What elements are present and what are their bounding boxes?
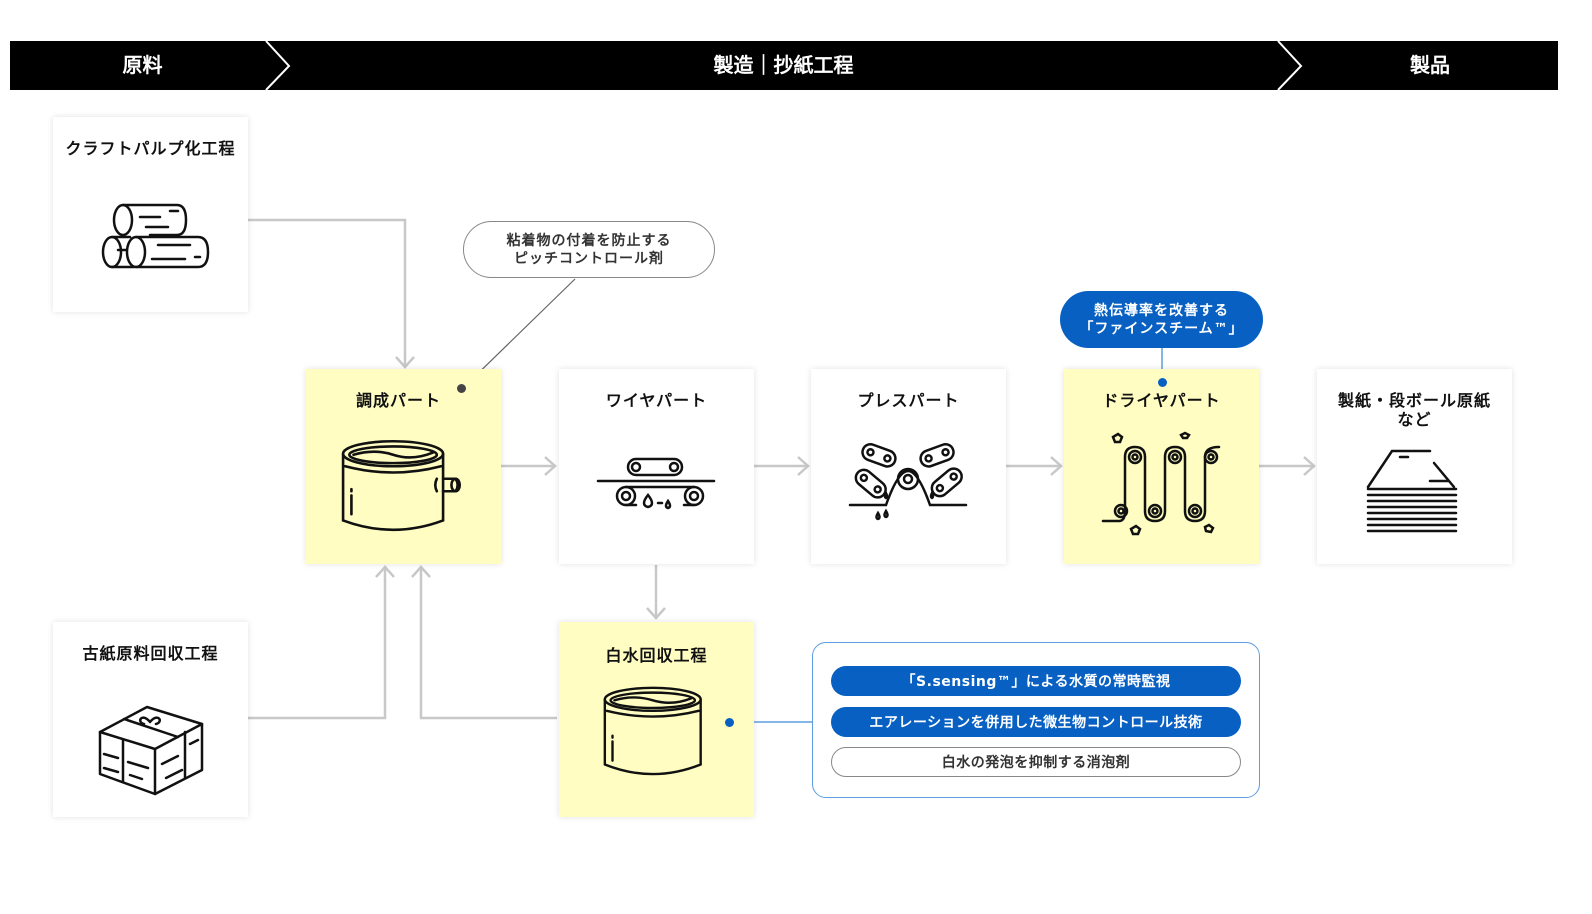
node-waste-paper: 古紙原料回収工程 [53,622,248,817]
white-water-solutions-group: 「S.sensing™」による水質の常時監視 エアレーションを併用した微生物コン… [812,642,1260,798]
solution-aeration-microbe-control: エアレーションを併用した微生物コントロール技術 [831,707,1241,737]
arrowhead [1303,456,1316,476]
solution-s-sensing: 「S.sensing™」による水質の常時監視 [831,666,1241,696]
solution-defoamer: 白水の発泡を抑制する消泡剤 [831,747,1241,777]
node-product: 製紙・段ボール原紙 など [1317,369,1512,564]
arrowhead [375,565,395,578]
press-rollers-icon [848,443,968,521]
paper-bundle-icon [98,705,204,796]
node-title: 製紙・段ボール原紙 など [1317,391,1512,429]
arrowhead [1050,456,1063,476]
callout-line: 熱伝導率を改善する [1094,302,1229,319]
node-title: ドライヤパート [1102,391,1221,410]
logs-icon [101,203,210,269]
tank-with-pipe-icon [341,439,462,532]
stage-products: 製品 [1410,53,1450,77]
stage-manufacturing: 製造｜抄紙工程 [713,53,854,77]
arrowhead [544,456,557,476]
node-title: 調成パート [355,391,441,410]
callout-line: ピッチコントロール剤 [514,250,664,267]
node-dryer-part: ドライヤパート [1064,369,1259,564]
callout-line: 粘着物の付着を防止する [506,232,672,249]
dryer-rollers-icon [1101,431,1221,536]
callout-anchor-dot [725,718,734,727]
node-title: ワイヤパート [605,391,708,410]
wire-conveyor-icon [596,457,716,510]
node-white-water-recovery: 白水回収工程 [559,622,754,817]
chevron-right-icon [1277,41,1303,90]
node-kraft-pulp: クラフトパルプ化工程 [53,117,248,312]
callout-line: 「ファインスチーム™」 [1079,320,1244,337]
connector-kraft-to-preparation [248,218,407,366]
node-preparation-part: 調成パート [306,369,501,564]
node-title: 白水回収工程 [605,646,708,665]
node-title: クラフトパルプ化工程 [65,139,236,158]
node-press-part: プレスパート [811,369,1006,564]
tank-icon [603,686,702,776]
callout-fine-steam: 熱伝導率を改善する 「ファインスチーム™」 [1060,291,1263,348]
arrowhead [797,456,810,476]
paper-stack-icon [1366,449,1458,533]
arrowhead [411,565,431,578]
connector-whitewater-to-preparation [419,568,557,720]
callout-anchor-dot [1158,378,1167,387]
callout-pitch-control: 粘着物の付着を防止する ピッチコントロール剤 [463,221,715,278]
chevron-right-icon [265,41,291,90]
node-title-line1: 製紙・段ボール原紙 [1337,391,1491,410]
process-stage-header: 原料 製造｜抄紙工程 製品 [10,41,1558,90]
node-title: 古紙原料回収工程 [82,644,219,663]
arrowhead [646,607,666,620]
stage-raw-materials: 原料 [122,53,163,77]
connector-wastepaper-to-preparation [248,568,387,720]
node-wire-part: ワイヤパート [559,369,754,564]
callout-anchor-dot [457,384,466,393]
node-title-line2: など [1397,410,1432,429]
node-title: プレスパート [857,391,960,410]
arrowhead [395,356,415,369]
